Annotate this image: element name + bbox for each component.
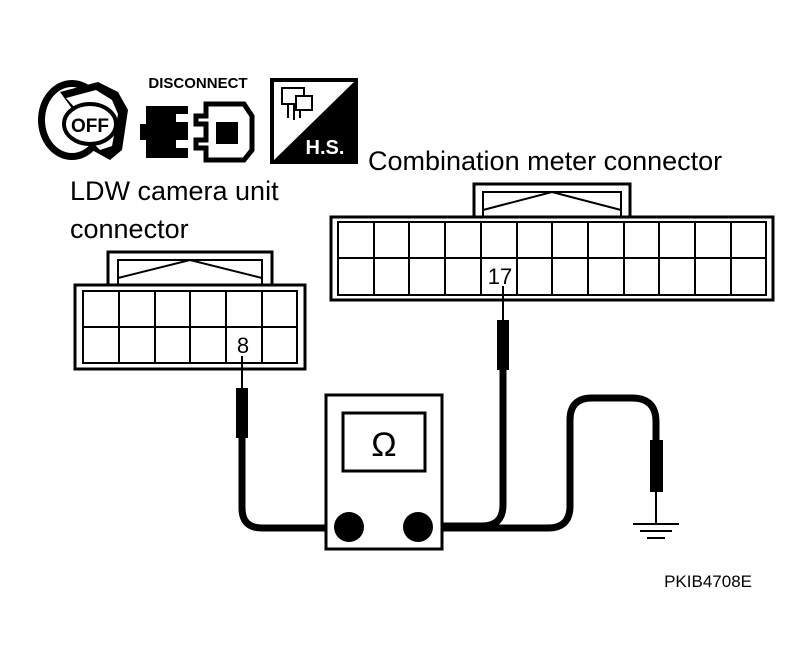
ldw-pin-8-cell: [228, 330, 260, 358]
ignition-off-label: OFF: [71, 116, 109, 137]
ohmmeter-icon: Ω: [324, 393, 444, 551]
combination-pin-number: 17: [488, 264, 512, 289]
ldw-connector-label-line2: connector: [70, 214, 189, 244]
combination-meter-connector: [329, 182, 775, 302]
meter-terminal-right: [403, 512, 433, 542]
meter-terminal-left: [334, 512, 364, 542]
combination-connector-label: Combination meter connector: [368, 146, 722, 176]
ignition-key-icon: OFF: [38, 80, 128, 160]
harness-side-label: H.S.: [306, 137, 345, 159]
connector-disconnect-icon: DISCONNECT: [140, 75, 255, 163]
disconnect-label: DISCONNECT: [148, 75, 247, 92]
ldw-pin-number: 8: [237, 333, 249, 358]
ground-icon: [633, 523, 679, 539]
figure-code: PKIB4708E: [664, 572, 752, 591]
ohm-symbol: Ω: [371, 426, 396, 464]
probe-lead-ground: [418, 394, 663, 532]
combination-pin-17-cell: [484, 262, 516, 290]
ldw-connector-label-line1: LDW camera unit: [70, 176, 279, 206]
ldw-camera-connector: [73, 250, 307, 371]
probe-lead-ldw: [236, 356, 348, 532]
harness-side-icon: H.S.: [270, 78, 358, 164]
